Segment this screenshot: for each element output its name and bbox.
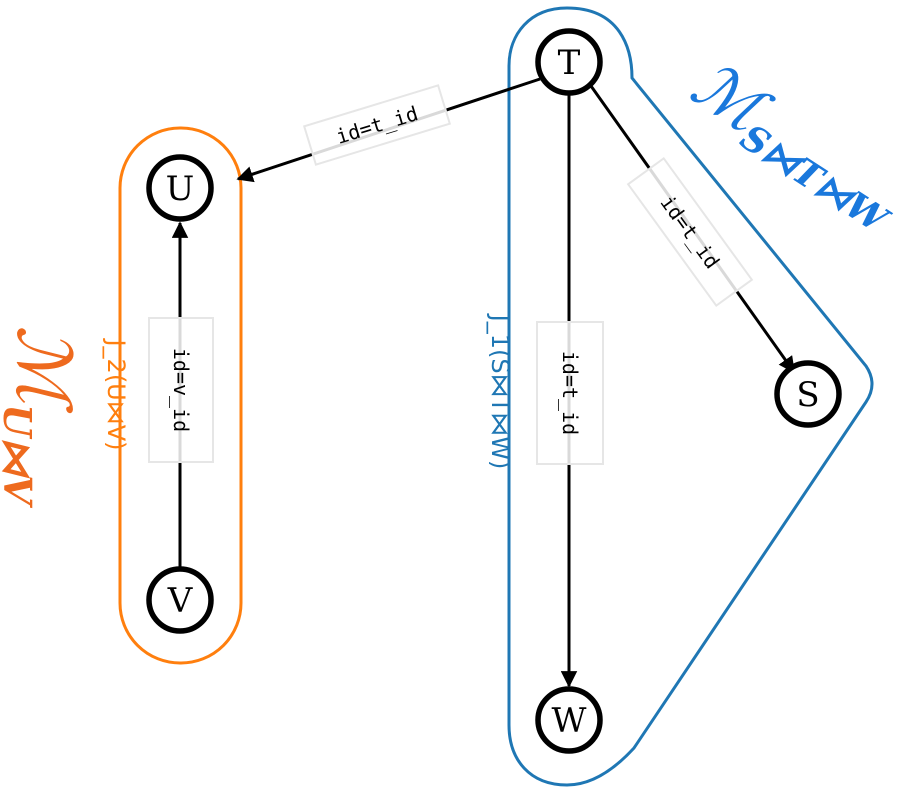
cluster-s-t-w: J_1(S⋈T⋈W) — [486, 6, 874, 787]
edge-label-t-to-w: id=t_id — [536, 321, 604, 465]
math-title-u-v: ℳU⋈V — [0, 325, 86, 508]
node-v-label: V — [167, 581, 194, 621]
cluster-s-t-w-outline — [507, 6, 874, 787]
svg-text:ℳU⋈V: ℳU⋈V — [0, 325, 86, 508]
edge-label-t-to-s: id=t_id — [626, 156, 754, 308]
svg-text:ℳS⋈T⋈W: ℳS⋈T⋈W — [676, 48, 900, 243]
cluster-u-v-outline — [118, 126, 243, 665]
node-w: W — [535, 686, 603, 754]
node-s: S — [774, 360, 842, 428]
math-title-s-t-w-sub: S⋈T⋈W — [733, 116, 897, 243]
edge-label-t-to-w-text: id=t_id — [558, 351, 582, 435]
math-title-s-t-w: ℳS⋈T⋈W — [676, 48, 900, 243]
math-title-u-v-main: ℳ — [0, 325, 86, 414]
node-s-label: S — [796, 375, 819, 415]
node-t-label: T — [558, 43, 581, 83]
edge-label-v-to-u-text: id=v_id — [169, 348, 193, 432]
node-w-label: W — [552, 701, 587, 741]
edge-label-v-to-u: id=v_id — [148, 317, 214, 463]
cluster-s-t-w-label: J_1(S⋈T⋈W) — [486, 313, 514, 470]
math-title-u-v-sub: U⋈V — [0, 404, 40, 508]
node-u-label: U — [166, 169, 195, 209]
edge-label-t-to-u: id=t_id — [302, 84, 452, 166]
cluster-u-v: J_2(U⋈V) — [102, 126, 243, 665]
node-u: U — [146, 154, 214, 222]
node-v: V — [146, 566, 214, 634]
node-t: T — [535, 28, 603, 96]
cluster-u-v-label: J_2(U⋈V) — [102, 337, 130, 450]
